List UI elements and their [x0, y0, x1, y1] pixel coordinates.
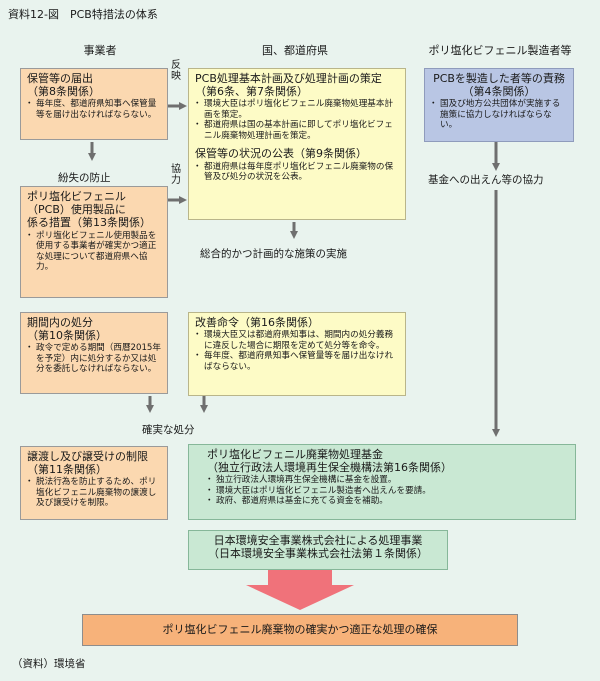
box-keikaku: PCB処理基本計画及び処理計画の策定 （第6条、第7条関係） 環境大臣はポリ塩化…: [188, 68, 406, 220]
big-arrow-to-final: [246, 570, 354, 610]
keikaku-article: （第6条、第7条関係）: [195, 85, 308, 99]
jouto-item: 脱法行為を防止するため、ポリ塩化ビフェニル廃棄物の譲渡し及び譲受けを制限。: [25, 477, 161, 508]
box-kigen: 期間内の処分 （第10条関係） 政令で定める期間（西暦2015年を予定）内に処分…: [20, 312, 168, 394]
label-hanei: 反映: [171, 60, 181, 82]
kaizen-title: 改善命令（第16条関係）: [195, 316, 319, 329]
box-sochi: ポリ塩化ビフェニル （PCB）使用製品に 係る措置（第13条関係） ポリ塩化ビフ…: [20, 186, 168, 298]
jesco-title: 日本環境安全事業株式会社による処理事業: [213, 534, 423, 547]
jouto-title: 譲渡し及び譲受けの制限: [27, 450, 148, 463]
kikin-item-3: 政府、都道府県は基金に充てる資金を補助。: [205, 496, 569, 507]
label-kakujitsu: 確実な処分: [142, 424, 195, 436]
source-note: （資料）環境省: [12, 658, 86, 670]
keikaku-title: PCB処理基本計画及び処理計画の策定: [195, 72, 382, 85]
kigen-article: （第10条関係）: [27, 329, 107, 343]
column-header-manufacturer: ポリ塩化ビフェニル製造者等: [428, 44, 572, 57]
sochi-title-2: （PCB）使用製品に: [27, 203, 126, 217]
box-jouto: 譲渡し及び譲受けの制限 （第11条関係） 脱法行為を防止するため、ポリ塩化ビフェ…: [20, 446, 168, 520]
label-kyoryoku: 協力: [171, 164, 181, 186]
sochi-title-3: 係る措置（第13条関係）: [27, 216, 151, 230]
sochi-title-1: ポリ塩化ビフェニル: [27, 190, 126, 203]
hokan-title: 保管等の届出: [27, 72, 93, 85]
label-kikin-kyoryoku: 基金への出えん等の協力: [428, 174, 544, 186]
seizou-item: 国及び地方公共団体が実施する施策に協力しなければならない。: [429, 99, 567, 130]
box-final: ポリ塩化ビフェニル廃棄物の確実かつ適正な処理の確保: [82, 614, 518, 646]
seizou-title: PCBを製造した者等の責務: [433, 72, 565, 85]
kikin-title: ポリ塩化ビフェニル廃棄物処理基金: [207, 448, 383, 461]
box-kikin: ポリ塩化ビフェニル廃棄物処理基金 （独立行政法人環境再生保全機構法第16条関係）…: [188, 444, 576, 520]
seizou-article: （第4条関係）: [462, 85, 536, 99]
kouhyou-item: 都道府県は毎年度ポリ塩化ビフェニル廃棄物の保管及び処分の状況を公表。: [193, 162, 399, 183]
kikin-article: （独立行政法人環境再生保全機構法第16条関係）: [207, 461, 452, 475]
kaizen-item-1: 環境大臣又は都道府県知事は、期間内の処分義務に違反した場合に期限を定めて処分等を…: [193, 330, 399, 351]
hokan-article: （第8条関係）: [27, 85, 100, 99]
box-kaizen: 改善命令（第16条関係） 環境大臣又は都道府県知事は、期間内の処分義務に違反した…: [188, 312, 406, 396]
figure-title: 資料12-図 PCB特措法の体系: [8, 8, 158, 21]
label-sougou: 総合的かつ計画的な施策の実施: [200, 248, 347, 260]
column-header-business: 事業者: [83, 44, 117, 57]
kikin-item-2: 環境大臣はポリ塩化ビフェニル製造者へ出えんを要請。: [205, 486, 569, 497]
box-jesco: 日本環境安全事業株式会社による処理事業 （日本環境安全事業株式会社法第１条関係）: [188, 530, 448, 570]
hokan-item: 毎年度、都道府県知事へ保管量等を届け出なければならない。: [25, 99, 161, 120]
final-title: ポリ塩化ビフェニル廃棄物の確実かつ適正な処理の確保: [162, 623, 438, 637]
keikaku-item-1: 環境大臣はポリ塩化ビフェニル廃棄物処理基本計画を策定。: [193, 99, 399, 120]
sochi-item: ポリ塩化ビフェニル使用製品を使用する事業者が確実かつ適正な処理について都道府県へ…: [25, 231, 161, 273]
column-header-government: 国、都道府県: [262, 44, 328, 57]
kikin-item-1: 独立行政法人環境再生保全機構に基金を設置。: [205, 475, 569, 486]
box-seizou: PCBを製造した者等の責務 （第4条関係） 国及び地方公共団体が実施する施策に協…: [424, 68, 574, 142]
jesco-article: （日本環境安全事業株式会社法第１条関係）: [208, 547, 428, 561]
kouhyou-title: 保管等の状況の公表（第9条関係）: [195, 147, 367, 161]
label-funshitsu: 紛失の防止: [58, 172, 111, 184]
box-hokan-todokede: 保管等の届出 （第8条関係） 毎年度、都道府県知事へ保管量等を届け出なければなら…: [20, 68, 168, 140]
keikaku-item-2: 都道府県は国の基本計画に即してポリ塩化ビフェニル廃棄物処理計画を策定。: [193, 120, 399, 141]
kigen-title: 期間内の処分: [27, 316, 93, 329]
kaizen-item-2: 毎年度、都道府県知事へ保管量等を届け出なければならない。: [193, 351, 399, 372]
jouto-article: （第11条関係）: [27, 463, 107, 477]
kigen-item: 政令で定める期間（西暦2015年を予定）内に処分するか又は処分を委託しなければな…: [25, 343, 161, 374]
